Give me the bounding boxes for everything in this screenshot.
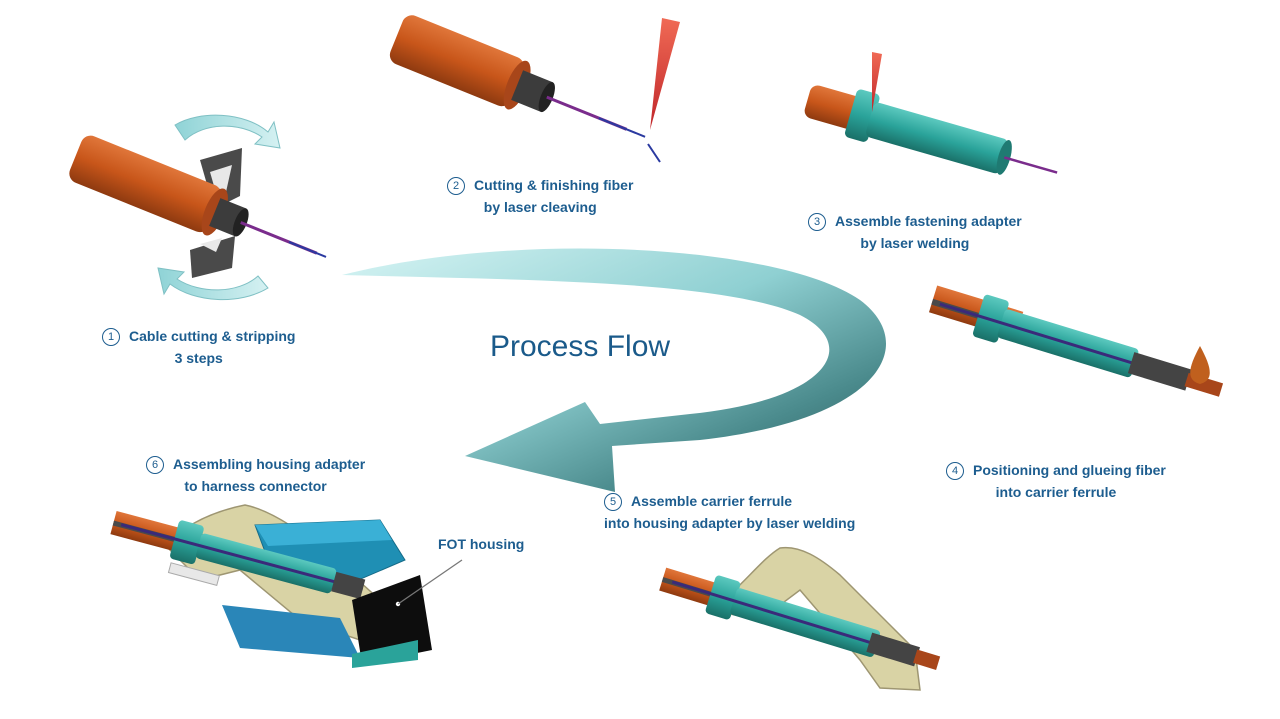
step6-number: 6 [146,456,164,474]
step4-ferrule-illustration [928,285,1224,397]
step5-number: 5 [604,493,622,511]
step4-number: 4 [946,462,964,480]
step6-line1: Assembling housing adapter [173,456,366,472]
step6-label: 6 Assembling housing adapter to harness c… [146,453,365,497]
step1-line2: 3 steps [174,350,223,366]
step4-line1: Positioning and glueing fiber [973,462,1166,478]
step3-line1: Assemble fastening adapter [835,213,1022,229]
laser-beam-icon [872,52,882,112]
glue-drop-icon [1190,346,1210,384]
step3-line2: by laser welding [860,235,970,251]
step2-cable-illustration [389,15,680,163]
step1-number: 1 [102,328,120,346]
step6-connector-illustration [110,504,463,668]
step4-line2: into carrier ferrule [995,484,1117,500]
step5-line2: into housing adapter by laser welding [604,515,856,531]
step2-line1: Cutting & finishing fiber [474,177,634,193]
step3-number: 3 [808,213,826,231]
step4-label: 4 Positioning and glueing fiber into carr… [946,459,1166,503]
step1-line1: Cable cutting & stripping [129,328,296,344]
cutting-blade-icon [190,236,235,278]
step5-label: 5 Assemble carrier ferrule into housing a… [604,490,855,534]
fot-housing-label: FOT housing [438,536,525,552]
step2-line2: by laser cleaving [483,199,597,215]
step1-label: 1 Cable cutting & stripping 3 steps [102,325,295,369]
laser-beam-icon [650,18,680,130]
step5-line1: Assemble carrier ferrule [631,493,793,509]
fot-housing-leader-line [397,559,463,605]
diagram-title: Process Flow [490,330,671,363]
step2-label: 2 Cutting & finishing fiber by laser clea… [447,174,633,218]
step1-cable-illustration [69,114,327,301]
step2-number: 2 [447,177,465,195]
rotation-arrow-icon [157,267,269,301]
step5-housing-illustration [659,546,941,691]
step3-adapter-illustration [804,52,1058,175]
process-flow-arrow [342,248,887,492]
rotation-arrow-icon [174,114,281,149]
step6-line2: to harness connector [184,478,327,494]
step3-label: 3 Assemble fastening adapter by laser wel… [808,210,1022,254]
